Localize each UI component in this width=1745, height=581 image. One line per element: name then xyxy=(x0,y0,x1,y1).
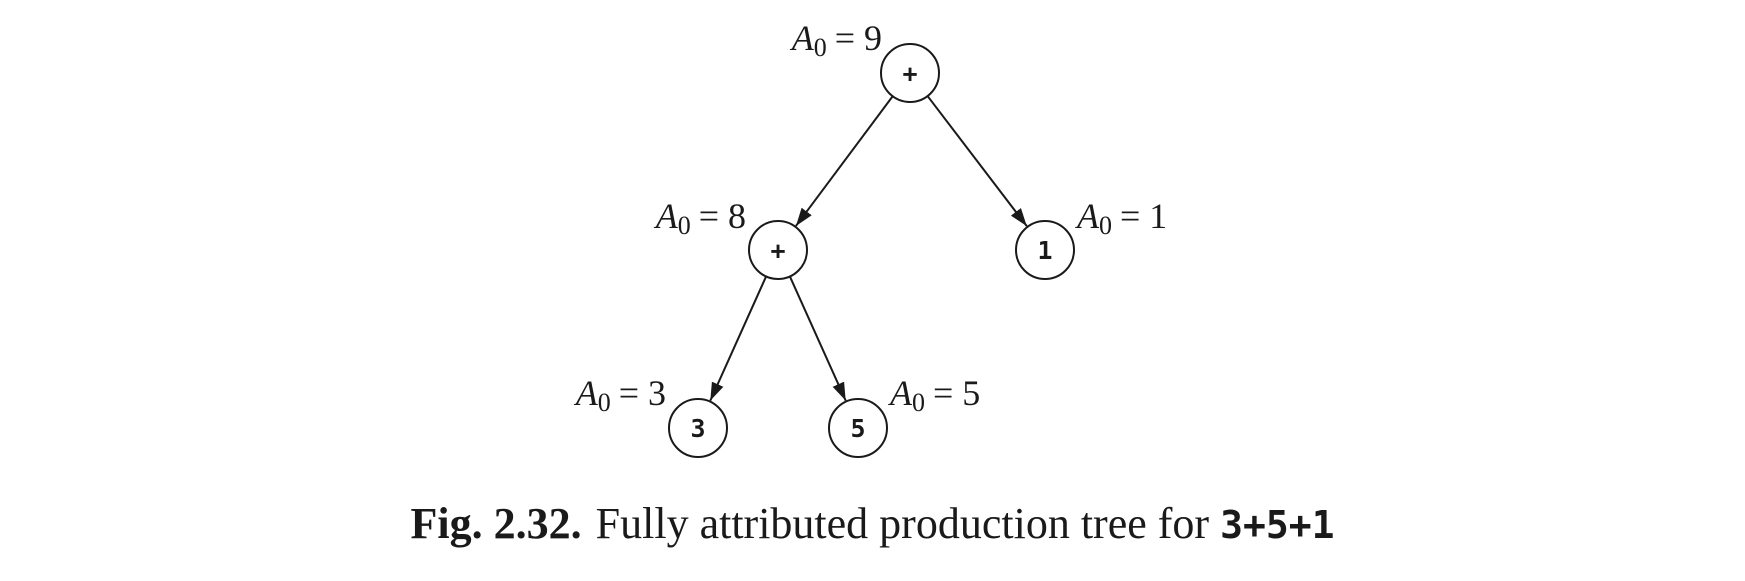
node-symbol: 1 xyxy=(1037,236,1052,265)
attribute-label-five: A0 = 5 xyxy=(888,373,980,417)
attribute-label-root: A0 = 9 xyxy=(790,18,882,62)
attribute-label-three: A0 = 3 xyxy=(574,373,666,417)
node-symbol: + xyxy=(770,236,785,265)
attribute-var: A xyxy=(790,18,815,58)
edge-root-to-inner xyxy=(795,95,894,227)
figure-caption: Fig. 2.32. Fully attributed production tr… xyxy=(0,498,1745,549)
attribute-value: = 8 xyxy=(699,196,746,236)
tree-node-inner: + xyxy=(748,220,808,280)
caption-label: Fig. 2.32. xyxy=(410,499,582,548)
attribute-var: A xyxy=(574,373,599,413)
edge-inner-to-three xyxy=(709,276,768,402)
tree-node-one: 1 xyxy=(1015,220,1075,280)
edge-root-to-one xyxy=(926,95,1028,227)
node-circle xyxy=(748,220,808,280)
attribute-var: A xyxy=(654,196,679,236)
attribute-value: = 1 xyxy=(1120,196,1167,236)
caption-code: 3+5+1 xyxy=(1220,503,1335,547)
node-symbol: 5 xyxy=(850,414,865,443)
attribute-label-inner: A0 = 8 xyxy=(654,196,746,240)
node-circle xyxy=(668,398,728,458)
node-symbol: 3 xyxy=(690,414,705,443)
attribute-value: = 5 xyxy=(933,373,980,413)
tree-node-five: 5 xyxy=(828,398,888,458)
attribute-value: = 3 xyxy=(619,373,666,413)
edge-inner-to-five xyxy=(788,276,847,402)
attribute-subscript: 0 xyxy=(678,211,691,240)
node-circle xyxy=(880,43,940,103)
tree-node-root: + xyxy=(880,43,940,103)
attribute-subscript: 0 xyxy=(598,388,611,417)
attribute-subscript: 0 xyxy=(912,388,925,417)
attribute-var: A xyxy=(888,373,913,413)
caption-text: Fully attributed production tree for xyxy=(595,499,1221,548)
node-circle xyxy=(1015,220,1075,280)
attribute-value: = 9 xyxy=(835,18,882,58)
node-symbol: + xyxy=(902,59,917,88)
attribute-label-one: A0 = 1 xyxy=(1075,196,1167,240)
node-circle xyxy=(828,398,888,458)
attribute-var: A xyxy=(1075,196,1100,236)
tree-node-three: 3 xyxy=(668,398,728,458)
attribute-subscript: 0 xyxy=(814,33,827,62)
attribute-subscript: 0 xyxy=(1099,211,1112,240)
